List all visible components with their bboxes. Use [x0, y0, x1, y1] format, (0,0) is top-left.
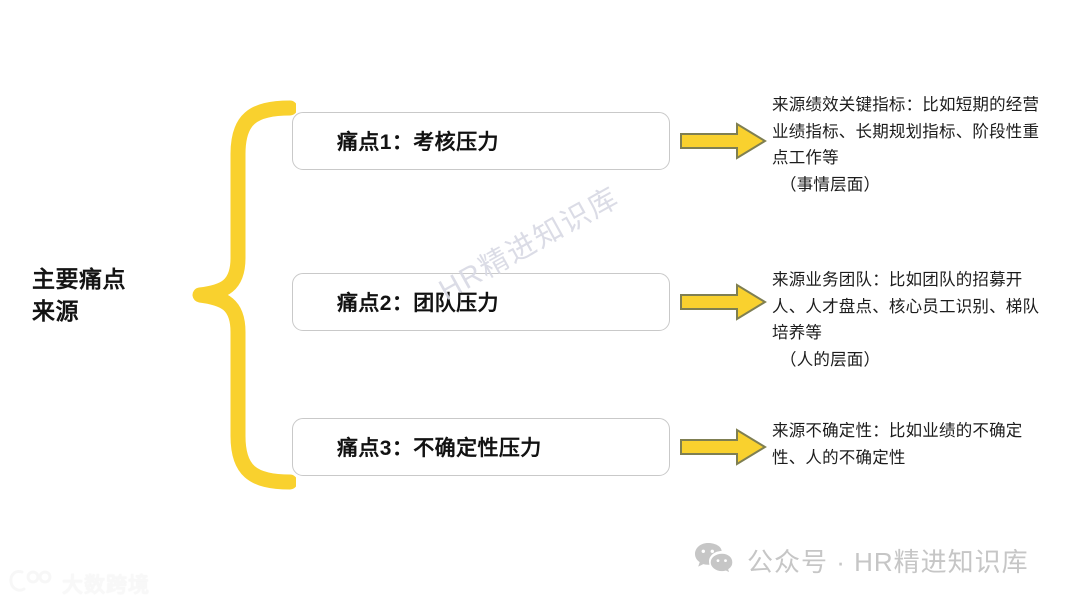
- brand-circle-1: [26, 570, 40, 584]
- arrow-shape: [680, 283, 767, 321]
- description-block-3: 来源不确定性：比如业绩的不确定性、人的不确定性: [772, 418, 1048, 471]
- arrow-right-icon-1: [679, 121, 767, 161]
- corner-logo-text: 大数跨境: [62, 573, 150, 597]
- root-label: 主要痛点 来源: [32, 266, 126, 324]
- footer-text: 公众号 · HR精进知识库: [747, 547, 1029, 577]
- wechat-eye-left: [701, 549, 705, 553]
- pain-point-box-2[interactable]: 痛点2：团队压力: [292, 273, 670, 331]
- wechat-dot-left: [716, 559, 720, 562]
- footer: 公众号 · HR精进知识库: [694, 541, 1029, 580]
- wechat-bubble-front: [709, 552, 734, 575]
- arrow-shape: [680, 122, 767, 160]
- brand-mark-icon: [8, 568, 54, 599]
- arrow-right-icon-3: [679, 427, 767, 467]
- pain-point-label-3: 痛点3：不确定性压力: [337, 437, 542, 460]
- description-text-1: 来源绩效关键指标：比如短期的经营业绩指标、长期规划指标、阶段性重点工作等: [772, 96, 1040, 168]
- wechat-icon: [694, 541, 734, 580]
- description-block-2: 来源业务团队：比如团队的招募开人、人才盘点、核心员工识别、梯队培养等 （人的层面…: [772, 267, 1048, 374]
- curly-brace: [186, 100, 298, 490]
- pain-point-box-3[interactable]: 痛点3：不确定性压力: [292, 418, 670, 476]
- arrow-right-icon-2: [679, 282, 767, 322]
- wechat-bubble-back: [695, 543, 722, 567]
- brand-circle-2: [38, 570, 52, 584]
- arrow-shape: [680, 428, 767, 466]
- corner-logo: 大数跨境: [8, 568, 150, 599]
- description-text-2: 来源业务团队：比如团队的招募开人、人才盘点、核心员工识别、梯队培养等: [772, 271, 1040, 343]
- pain-point-label-1: 痛点1：考核压力: [337, 131, 499, 154]
- wechat-eye-right: [710, 549, 714, 553]
- curly-brace-path: [192, 100, 298, 490]
- description-text-3: 来源不确定性：比如业绩的不确定性、人的不确定性: [772, 422, 1023, 467]
- description-subtext-1: （事情层面）: [780, 176, 881, 195]
- description-subtext-2: （人的层面）: [780, 351, 881, 370]
- description-block-1: 来源绩效关键指标：比如短期的经营业绩指标、长期规划指标、阶段性重点工作等 （事情…: [772, 92, 1048, 199]
- pain-point-box-1[interactable]: 痛点1：考核压力: [292, 112, 670, 170]
- wechat-dot-right: [724, 559, 727, 562]
- brand-arc: [9, 570, 26, 592]
- pain-point-label-2: 痛点2：团队压力: [337, 292, 499, 315]
